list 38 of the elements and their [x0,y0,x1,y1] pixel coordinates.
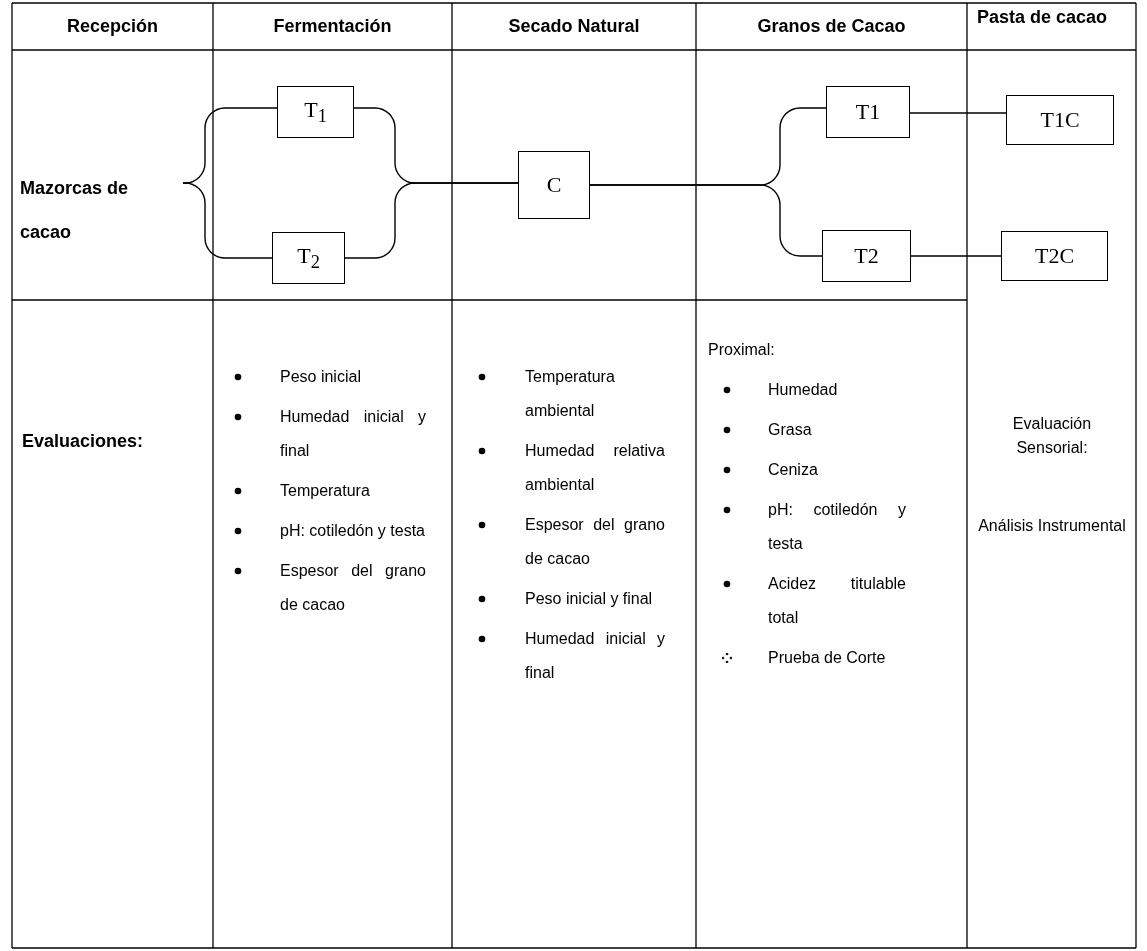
connector-line [910,255,1002,257]
list-item: pH: cotiledón y testa [768,500,906,554]
list-item: Peso inicial [280,367,362,387]
connector-line [589,184,823,257]
connector-line [182,182,273,259]
column-header: Granos de Cacao [756,16,907,36]
process-box: T1 [826,86,910,138]
process-box: T1C [1006,95,1114,145]
list-item: Humedad relativa ambiental [525,441,665,495]
process-box: T2 [822,230,911,282]
connector-line [344,182,519,259]
list-item: Temperatura [280,481,371,501]
list-item: Espesor del grano de cacao [280,561,426,615]
list-item: Grasa [768,420,813,440]
list-item: Humedad [768,380,839,400]
process-box: T$_{2}$ [272,232,345,284]
column-header: Recepción [66,16,159,36]
connector-line [909,112,1007,114]
list-item: Humedad inicial y final [525,629,665,683]
column-header: Fermentación [272,16,393,36]
note-text: Proximal: [708,340,776,360]
list-item: pH: cotiledón y testa [280,521,426,541]
column-header: Secado Natural [507,16,641,36]
list-item: Temperatura ambiental [525,367,616,421]
column-header: Pasta de cacao [977,7,1109,27]
list-item: Acidez titulable total [768,574,906,628]
note-text: Evaluación Sensorial: [1011,414,1093,458]
process-box: T$_{1}$ [277,86,354,138]
process-box: T2C [1001,231,1108,281]
list-item: Humedad inicial y final [280,407,426,461]
row-header: Evaluaciones: [22,431,145,452]
node-text: Mazorcas de cacao [20,177,130,244]
list-item: Prueba de Corte [768,648,887,668]
note-text: Análisis Instrumental [977,516,1127,536]
list-item: Espesor del grano de cacao [525,515,665,569]
list-item: Ceniza [768,460,819,480]
process-box: C [518,151,590,219]
list-item: Peso inicial y final [525,589,654,609]
